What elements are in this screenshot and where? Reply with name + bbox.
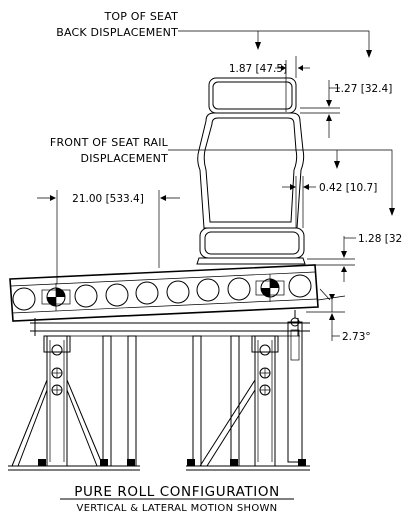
left-pivot-bearing	[41, 283, 71, 311]
caption-subtitle: VERTICAL & LATERAL MOTION SHOWN	[77, 503, 278, 514]
caption-title: PURE ROLL CONFIGURATION	[74, 484, 280, 500]
rail-vertical-dimension: 1.28 [32	[358, 233, 402, 245]
seat-rail	[196, 257, 306, 265]
headrest-width-dimension: 1.87 [47.5]	[229, 63, 287, 75]
dimension-lines	[37, 30, 395, 341]
seat-assembly	[196, 77, 306, 265]
actuator-frame	[30, 318, 310, 337]
seat-cushion	[199, 227, 305, 259]
right-pivot-bearing	[255, 274, 285, 302]
top-of-seat-label-line2: BACK DISPLACEMENT	[56, 26, 178, 39]
top-of-seat-label-line1: TOP OF SEAT	[103, 10, 178, 23]
front-rail-label-line1: FRONT OF SEAT RAIL	[50, 136, 169, 149]
beam-holes	[12, 274, 312, 311]
seat-position-dimension: 21.00 [533.4]	[72, 193, 144, 205]
annotations: TOP OF SEAT BACK DISPLACEMENT 1.87 [47.5…	[50, 10, 402, 343]
right-stand	[186, 310, 310, 471]
front-rail-label-line2: DISPLACEMENT	[81, 152, 169, 165]
roll-angle-dimension: 2.73°	[342, 331, 371, 343]
headrest	[208, 77, 297, 114]
left-stand	[8, 335, 140, 471]
seat-back	[197, 112, 305, 229]
headrest-vertical-dimension: 1.27 [32.4]	[334, 83, 392, 95]
rail-offset-dimension: 0.42 [10.7]	[319, 182, 377, 194]
platform-beam	[9, 264, 319, 322]
caption: PURE ROLL CONFIGURATION VERTICAL & LATER…	[60, 484, 294, 514]
